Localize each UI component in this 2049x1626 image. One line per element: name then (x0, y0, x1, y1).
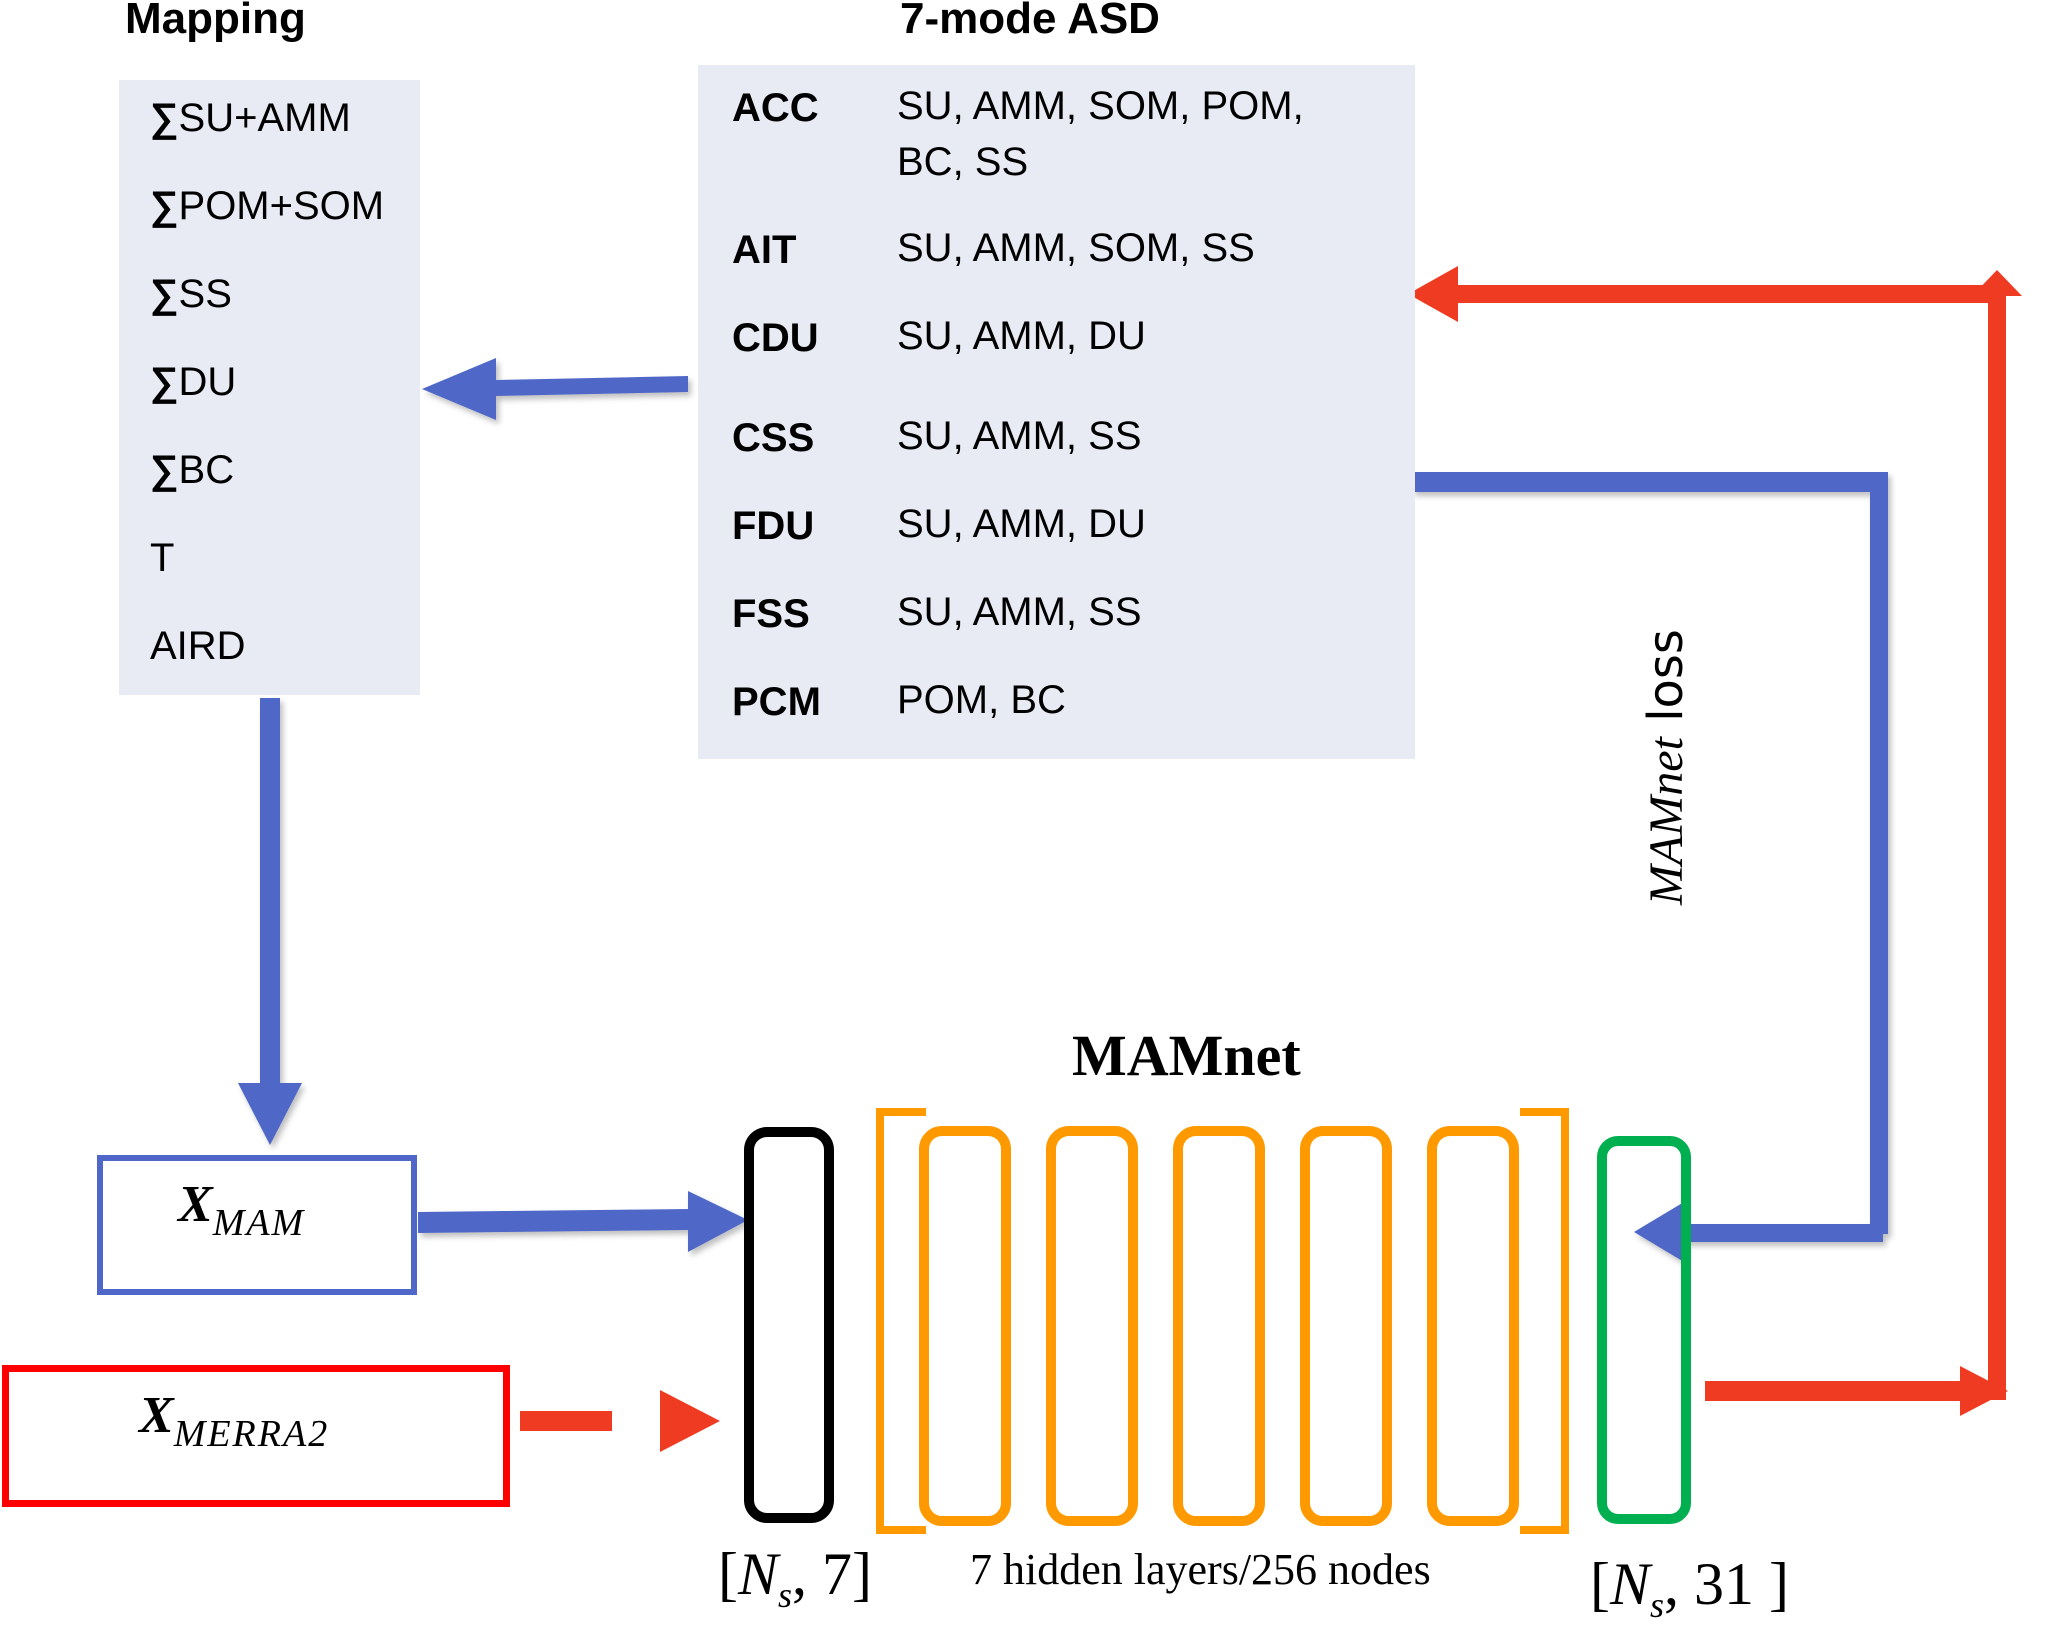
loss-label: MAMnet loss (1638, 629, 1694, 905)
sum-symbol: ∑ (150, 184, 179, 228)
mapping-item: T (150, 536, 174, 581)
mapping-item: ∑DU (150, 360, 236, 405)
asd-mode-name: AIT (732, 228, 797, 272)
xmam-label: XMAM (178, 1176, 306, 1244)
hidden-layer (1173, 1126, 1265, 1526)
mapping-item: ∑SU+AMM (150, 96, 351, 141)
xmam-box: XMAM (97, 1155, 417, 1295)
asd-mode-name: ACC (732, 86, 819, 130)
hidden-layer (1300, 1126, 1392, 1526)
mapping-item: ∑BC (150, 448, 234, 493)
sum-symbol: ∑ (150, 360, 179, 404)
mapping-item-label: SS (178, 272, 232, 316)
mapping-item: AIRD (150, 624, 246, 669)
asd-mode-components: SU, AMM, SOM, POM, BC, SS (897, 84, 1304, 184)
mapping-item-label: DU (178, 360, 237, 404)
hidden-layers-label: 7 hidden layers/256 nodes (970, 1545, 1431, 1594)
sum-symbol: ∑ (150, 96, 179, 140)
hidden-layer (1427, 1126, 1519, 1526)
asd-to-mapping-arrow (422, 358, 688, 420)
mapping-item-label: AIRD (150, 624, 246, 668)
asd-mode-name: CDU (732, 316, 819, 360)
asd-mode-name: PCM (732, 680, 821, 724)
input-layer (744, 1127, 834, 1523)
mapping-to-xmam-arrow (238, 698, 302, 1145)
asd-mode-components: SU, AMM, SS (897, 414, 1142, 458)
mapping-item-label: T (150, 536, 175, 580)
asd-panel (698, 65, 1415, 759)
asd-mode-name: CSS (732, 416, 815, 460)
asd-mode-components: SU, AMM, DU (897, 502, 1146, 546)
network-title: MAMnet (1072, 1023, 1301, 1088)
xmerra2-label: XMERRA2 (139, 1387, 330, 1455)
output-shape-label: [Ns, 31 ] (1590, 1551, 1790, 1625)
asd-mode-name: FDU (732, 504, 815, 548)
mapping-item: ∑SS (150, 272, 232, 317)
mapping-item-label: BC (178, 448, 235, 492)
input-shape-label: [Ns, 7] (718, 1541, 873, 1615)
mapping-panel (119, 80, 420, 695)
mapping-item-label: POM+SOM (178, 184, 385, 228)
mapping-item: ∑POM+SOM (150, 184, 384, 229)
asd-mode-components: SU, AMM, DU (897, 314, 1146, 358)
mapping-title: Mapping (125, 0, 306, 43)
asd-mode-name: FSS (732, 592, 810, 636)
hidden-layers (919, 1126, 1519, 1526)
asd-mode-components: POM, BC (897, 678, 1066, 722)
hidden-layers-bracket (876, 1108, 1569, 1534)
sum-symbol: ∑ (150, 448, 179, 492)
xmam-to-input-arrow (418, 1191, 748, 1252)
xmerra2-to-input-arrow (520, 1390, 720, 1452)
hidden-layer (1046, 1126, 1138, 1526)
hidden-layer (919, 1126, 1011, 1526)
xmerra2-box: XMERRA2 (2, 1365, 510, 1507)
asd-title: 7-mode ASD (900, 0, 1160, 43)
asd-mode-components: SU, AMM, SS (897, 590, 1142, 634)
mapping-item-label: SU+AMM (178, 96, 351, 140)
output-to-asd-arrow (1408, 266, 2022, 1416)
asd-mode-components: SU, AMM, SOM, SS (897, 226, 1255, 270)
output-layer (1597, 1136, 1691, 1524)
loss-feedback-arrow (1412, 472, 1888, 1262)
sum-symbol: ∑ (150, 272, 179, 316)
